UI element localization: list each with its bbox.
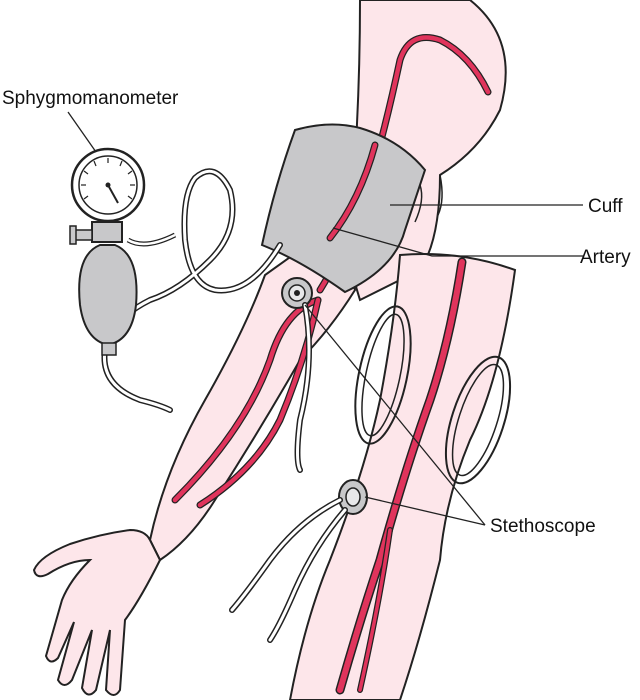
leader-lines <box>67 111 583 526</box>
leader-stethoscope-upper <box>304 304 486 526</box>
cuff-ring-left <box>354 305 412 445</box>
label-artery: Artery <box>580 247 631 268</box>
leader-artery <box>332 227 583 257</box>
label-sphygmomanometer: Sphygmomanometer <box>2 88 179 109</box>
gauge-valve <box>91 221 123 243</box>
gauge-needle <box>107 184 119 204</box>
label-stethoscope: Stethoscope <box>490 516 596 537</box>
hand <box>32 528 162 696</box>
label-cuff: Cuff <box>588 196 623 217</box>
inflation-bulb <box>78 244 138 347</box>
leader-sphygmomanometer <box>67 111 97 153</box>
cuff <box>260 123 427 294</box>
cuff-ring-right <box>444 355 512 485</box>
leader-stethoscope-lower <box>364 496 486 526</box>
